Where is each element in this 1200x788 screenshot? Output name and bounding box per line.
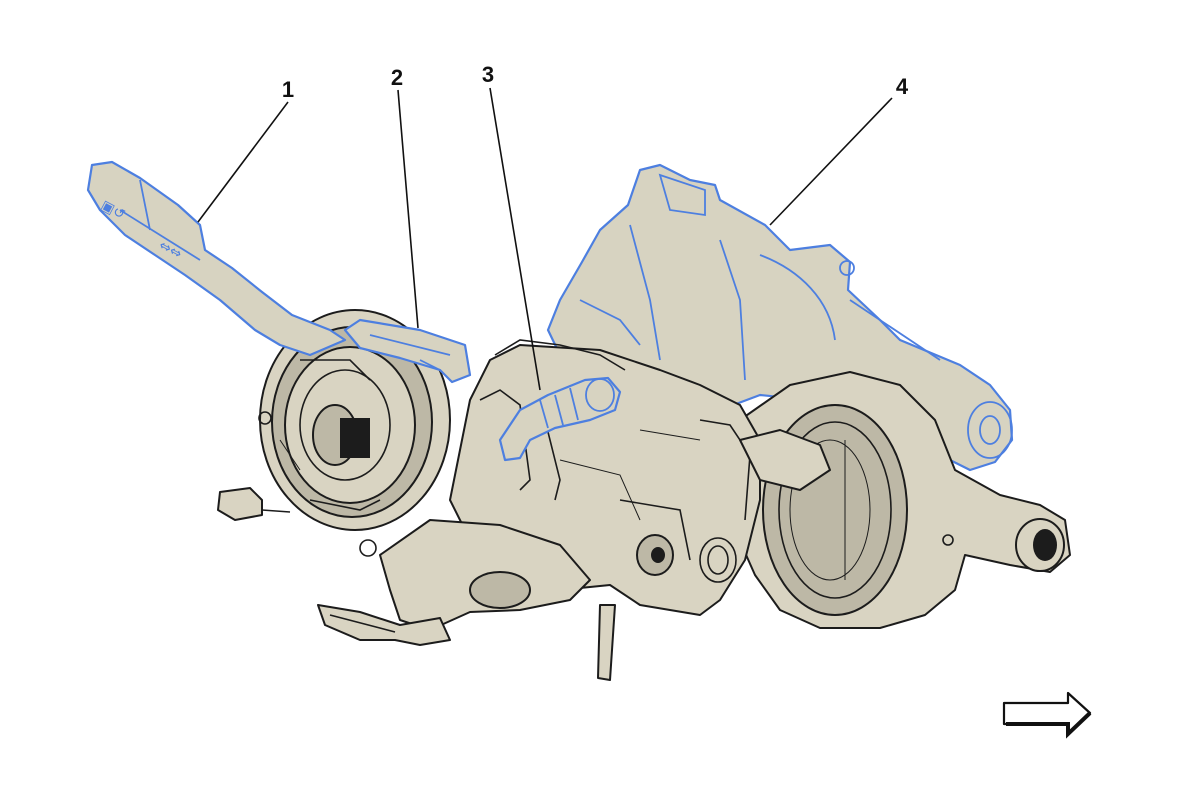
callout-label: 1 xyxy=(282,77,294,102)
callout-label: 3 xyxy=(482,62,494,87)
callout-1: 1 xyxy=(197,77,294,223)
wiper-stalk[interactable]: ▣↺ ⇔⇔ xyxy=(86,160,347,357)
right-arrow-icon xyxy=(1002,691,1092,739)
callout-label: 2 xyxy=(391,65,403,90)
light-stalk[interactable] xyxy=(498,376,622,462)
callout-4: 4 xyxy=(769,74,909,226)
callout-3: 3 xyxy=(482,62,541,391)
callout-2: 2 xyxy=(391,65,419,329)
callout-label: 4 xyxy=(896,74,909,99)
stalk-switch-connector[interactable] xyxy=(343,318,472,384)
